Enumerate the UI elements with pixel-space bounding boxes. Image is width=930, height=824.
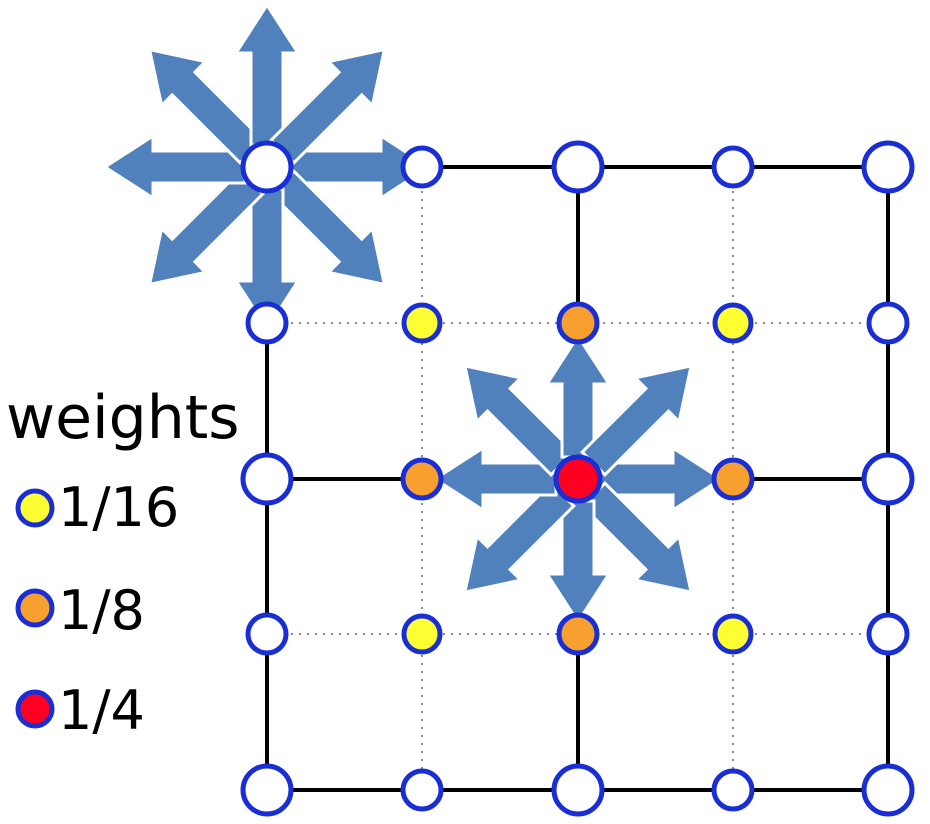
corner-arrow-star-arrow-3: [147, 169, 265, 287]
grid-node-3-0: [245, 612, 289, 656]
grid-node-2-2: [553, 454, 603, 504]
grid-node-1-1: [401, 302, 443, 344]
grid-node-2-0: [240, 452, 294, 506]
corner-arrow-star-arrow-5: [147, 47, 265, 165]
grid-node-4-2: [551, 763, 605, 817]
grid-node-3-2: [556, 612, 600, 656]
legend-label-sixteenth: 1/16: [58, 476, 180, 539]
grid-node-1-4: [866, 301, 910, 345]
corner-arrow-star-arrow-7: [269, 47, 387, 165]
legend-swatch-sixteenth: [15, 488, 55, 528]
legend-label-quarter: 1/4: [58, 679, 145, 742]
grid-node-1-0: [245, 301, 289, 345]
grid-node-1-3: [712, 302, 754, 344]
grid-node-4-4: [861, 763, 915, 817]
legend-swatch-quarter: [15, 689, 55, 729]
legend-label-eighth: 1/8: [58, 579, 145, 642]
corner-arrow-star-arrow-1: [269, 169, 387, 287]
grid-node-3-3: [712, 613, 754, 655]
grid-node-0-4: [861, 140, 915, 194]
grid-node-2-3: [711, 457, 755, 501]
arrow-stars: [102, 2, 724, 625]
center-arrow-star-arrow-7: [580, 363, 694, 477]
legend-swatch-eighth: [15, 588, 55, 628]
center-arrow-star: [432, 333, 724, 625]
legend-title: weights: [6, 383, 240, 453]
grid-node-0-0: [240, 140, 294, 194]
grid-node-4-3: [711, 768, 755, 812]
corner-arrow-star: [102, 2, 432, 332]
grid-node-2-4: [861, 452, 915, 506]
grid-node-4-0: [240, 763, 294, 817]
grid-node-0-3: [711, 145, 755, 189]
grid-node-1-2: [556, 301, 600, 345]
grid-node-0-2: [551, 140, 605, 194]
grid-node-0-1: [400, 145, 444, 189]
grid-nodes: [240, 140, 915, 817]
grid-node-4-1: [400, 768, 444, 812]
legend-swatches: [15, 488, 55, 729]
grid-node-3-4: [866, 612, 910, 656]
grid-node-3-1: [401, 613, 443, 655]
grid-node-2-1: [400, 457, 444, 501]
